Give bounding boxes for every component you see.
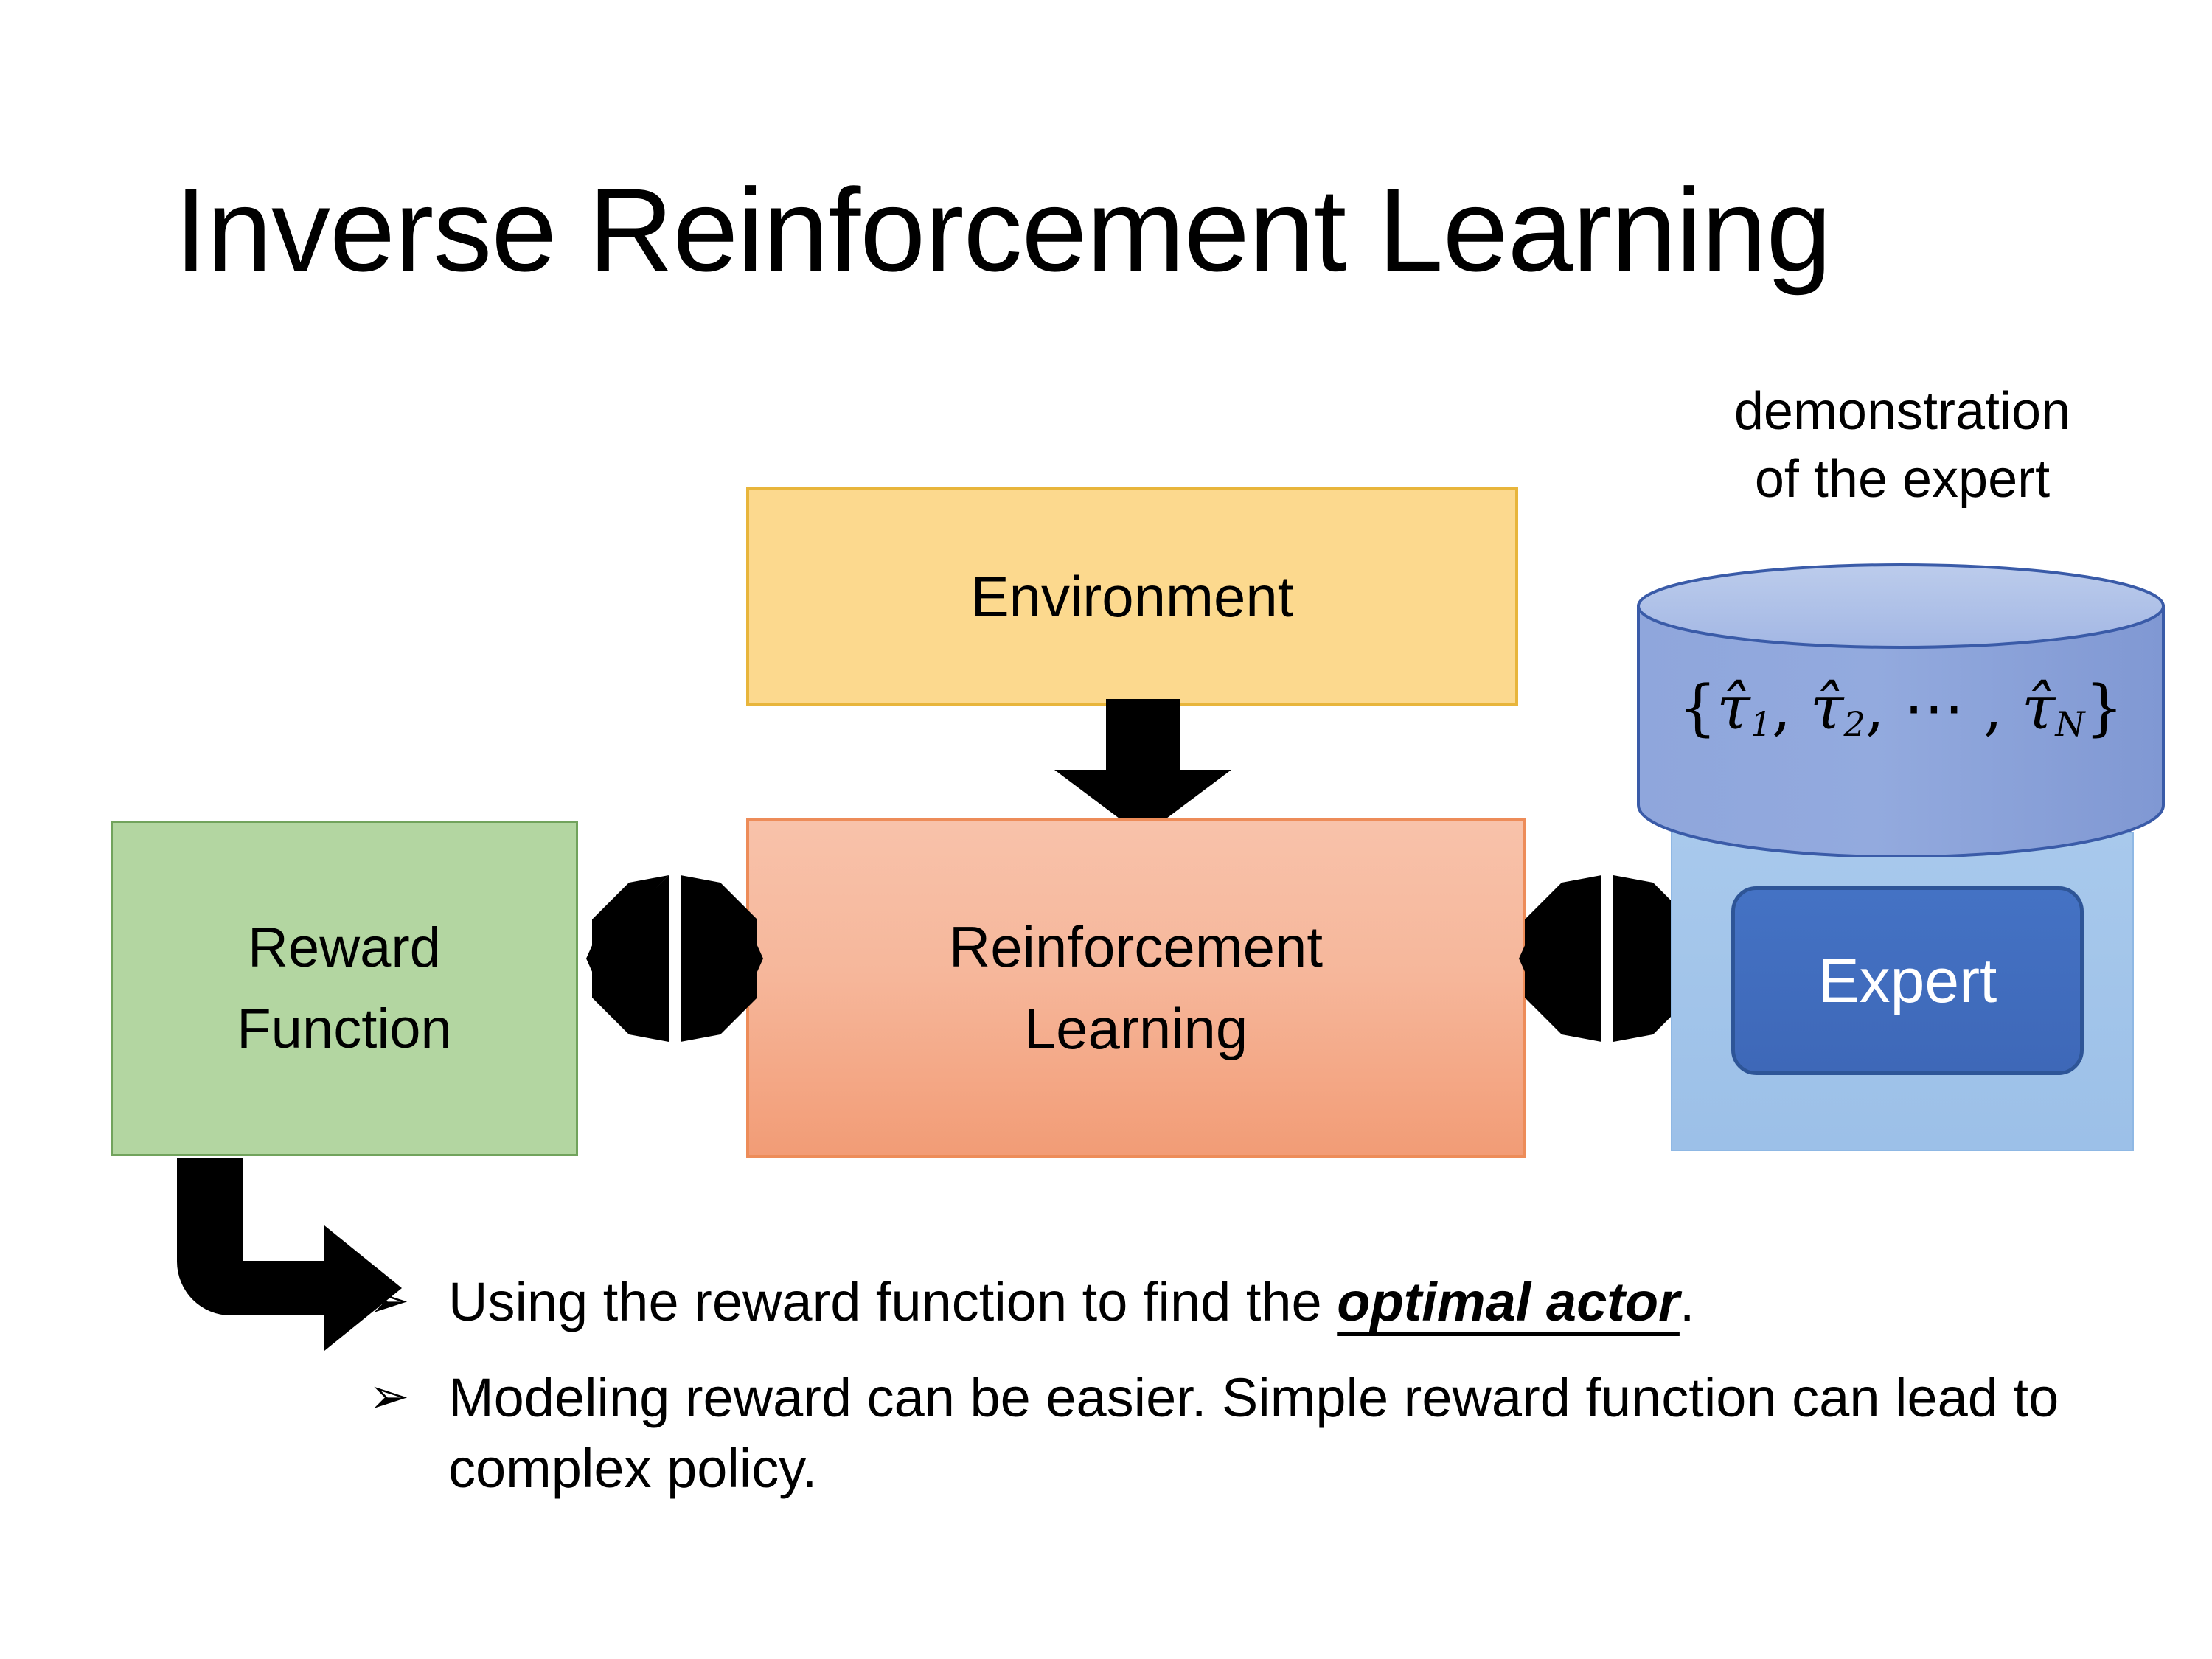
list-item: ➢ Modeling reward can be easier. Simple r… xyxy=(369,1363,2079,1504)
formula-separator-1: , xyxy=(1771,673,1811,743)
formula-close-brace: } xyxy=(2084,673,2124,743)
demonstration-cylinder[interactable] xyxy=(1635,562,2166,857)
list-item: ➢ Using the reward function to find the o… xyxy=(369,1267,2079,1338)
bullet-1-prefix: Using the reward function to find the xyxy=(448,1271,1338,1332)
reward-label-line1: Reward xyxy=(248,917,441,980)
demonstration-caption-line1: demonstration xyxy=(1733,382,2071,441)
bullet-arrow-icon: ➢ xyxy=(369,1368,410,1424)
bullet-arrow-icon: ➢ xyxy=(369,1273,410,1327)
demonstration-caption-line2: of the expert xyxy=(1754,450,2051,509)
demonstration-caption: demonstration of the expert xyxy=(1644,378,2160,513)
expert-label: Expert xyxy=(1818,946,1997,1015)
formula-tau-1: τ̂ xyxy=(1717,673,1750,743)
bullet-1-suffix: . xyxy=(1679,1271,1695,1332)
page-title: Inverse Reinforcement Learning xyxy=(174,164,1832,296)
arrow-reward-to-bullets-icon xyxy=(177,1158,402,1351)
rl-label-line1: Reinforcement xyxy=(948,914,1324,980)
reward-function-box[interactable]: Reward Function xyxy=(111,821,578,1156)
formula-open-brace: { xyxy=(1678,673,1717,743)
reward-label-line2: Function xyxy=(237,997,452,1060)
arrow-environment-to-rl-icon xyxy=(1054,699,1231,836)
formula-separator-2: , ⋯ , xyxy=(1865,673,2023,743)
formula-sub-2: 2 xyxy=(1843,704,1865,745)
trajectory-set-formula: {τ̂1, τ̂2, ⋯ , τ̂N} xyxy=(1635,678,2166,742)
formula-sub-n: N xyxy=(2055,704,2085,745)
arrow-reward-to-rl-icon xyxy=(586,875,763,1042)
formula-tau-2: τ̂ xyxy=(1810,673,1844,743)
rl-label-line2: Learning xyxy=(1023,996,1248,1061)
bullet-1-emphasis: optimal actor xyxy=(1337,1271,1680,1332)
bullet-2-prefix: Modeling reward can be easier. Simple re… xyxy=(448,1367,2059,1500)
formula-sub-1: 1 xyxy=(1750,704,1772,745)
arrow-rl-to-expert-icon xyxy=(1519,875,1696,1042)
bullet-list: ➢ Using the reward function to find the o… xyxy=(369,1267,2079,1530)
environment-label: Environment xyxy=(970,563,1294,629)
expert-box[interactable]: Expert xyxy=(1731,886,2084,1075)
formula-tau-n: τ̂ xyxy=(2022,673,2056,743)
environment-box[interactable]: Environment xyxy=(746,487,1518,706)
reinforcement-learning-box[interactable]: Reinforcement Learning xyxy=(746,818,1526,1158)
